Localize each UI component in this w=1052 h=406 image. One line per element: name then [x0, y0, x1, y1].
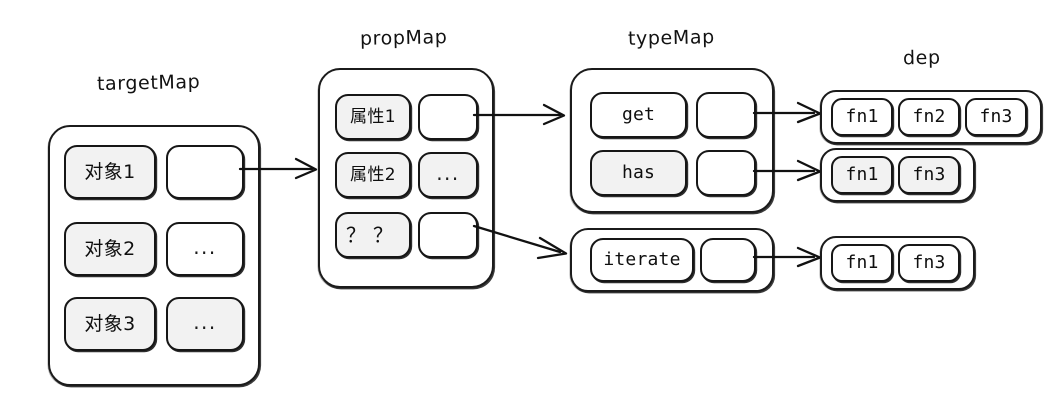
- dep-group-1-item-1-label: fn3: [912, 164, 946, 185]
- title-typemap: typeMap: [627, 26, 715, 50]
- propmap-key-2-label: ？？: [346, 223, 400, 247]
- dep-group-0-item-1-label: fn2: [912, 106, 946, 127]
- propmap-key-2[interactable]: ？？: [335, 212, 411, 258]
- typemap-value-1[interactable]: [696, 150, 756, 196]
- propmap-key-1-label: 属性2: [349, 164, 397, 185]
- targetmap-value-1[interactable]: ...: [166, 222, 244, 276]
- typemap-iterate-value[interactable]: [700, 238, 756, 282]
- title-targetmap: targetMap: [96, 70, 201, 96]
- arrow-propmap-to-iterate: [472, 224, 568, 260]
- dep-group-0-item-2[interactable]: fn3: [965, 98, 1027, 136]
- typemap-key-0-label: get: [621, 104, 656, 125]
- typemap-iterate-key-label: iterate: [603, 249, 681, 270]
- dep-group-0-item-2-label: fn3: [979, 106, 1013, 127]
- propmap-value-2[interactable]: [418, 212, 478, 258]
- typemap-key-1[interactable]: has: [590, 150, 687, 196]
- targetmap-value-2-label: ...: [193, 310, 217, 334]
- dep-group-1-item-0-label: fn1: [845, 164, 879, 185]
- title-dep: dep: [902, 46, 941, 70]
- dep-group-1-item-1[interactable]: fn3: [898, 156, 960, 194]
- propmap-key-0[interactable]: 属性1: [335, 94, 411, 140]
- arrow-targetmap-to-propmap: [238, 157, 318, 180]
- propmap-key-1[interactable]: 属性2: [335, 152, 411, 198]
- targetmap-key-1[interactable]: 对象2: [64, 222, 156, 276]
- targetmap-key-2-label: 对象3: [84, 312, 136, 335]
- propmap-value-1-label: ...: [436, 161, 460, 185]
- targetmap-value-2[interactable]: ...: [166, 297, 244, 351]
- typemap-iterate-key[interactable]: iterate: [590, 238, 694, 282]
- dep-group-2-item-1-label: fn3: [912, 252, 946, 273]
- targetmap-value-0[interactable]: [166, 145, 244, 199]
- propmap-value-1[interactable]: ...: [418, 152, 478, 198]
- arrow-propmap-to-typemap: [472, 103, 566, 126]
- dep-group-2-item-0-label: fn1: [845, 252, 879, 273]
- typemap-value-0[interactable]: [696, 92, 756, 138]
- dep-group-0-item-0-label: fn1: [845, 106, 879, 127]
- targetmap-key-0[interactable]: 对象1: [64, 145, 156, 199]
- dep-group-2-item-0[interactable]: fn1: [831, 244, 893, 282]
- targetmap-key-0-label: 对象1: [84, 160, 136, 183]
- propmap-key-0-label: 属性1: [349, 106, 397, 127]
- dep-group-0-item-0[interactable]: fn1: [831, 98, 893, 136]
- dep-group-0-item-1[interactable]: fn2: [898, 98, 960, 136]
- typemap-key-1-label: has: [621, 162, 656, 183]
- targetmap-key-1-label: 对象2: [84, 237, 136, 260]
- typemap-key-0[interactable]: get: [590, 92, 687, 138]
- title-propmap: propMap: [359, 26, 448, 50]
- targetmap-value-1-label: ...: [193, 235, 217, 259]
- propmap-value-0[interactable]: [418, 94, 478, 140]
- targetmap-key-2[interactable]: 对象3: [64, 297, 156, 351]
- dep-group-2-item-1[interactable]: fn3: [898, 244, 960, 282]
- dep-group-1-item-0[interactable]: fn1: [831, 156, 893, 194]
